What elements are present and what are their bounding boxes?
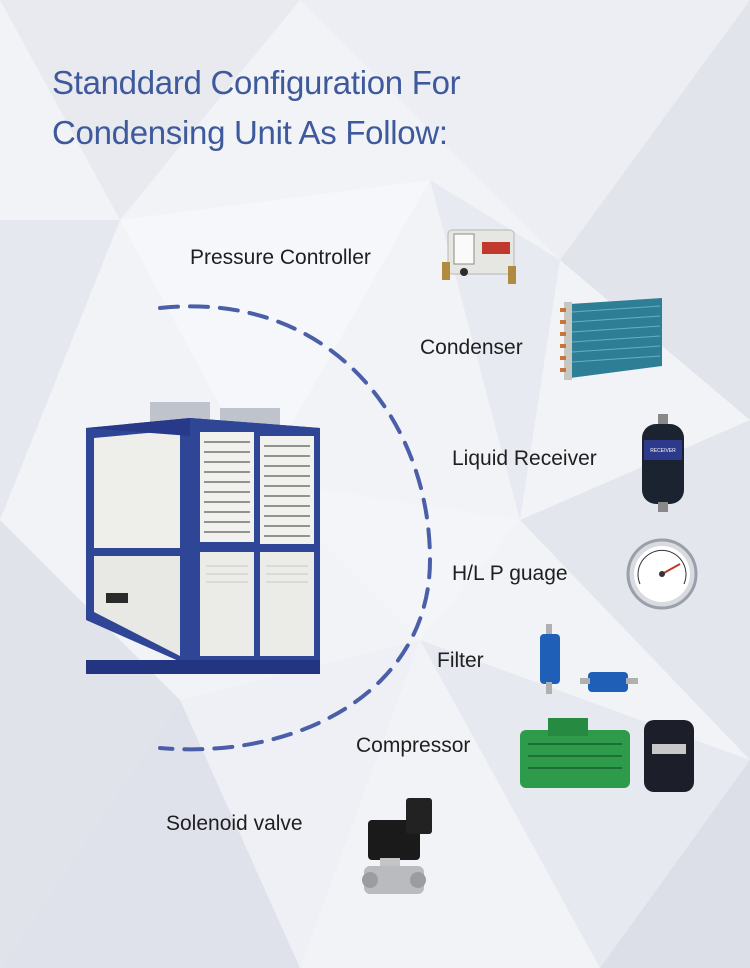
pressure-gauge-label: H/L P guage bbox=[452, 562, 568, 585]
filter-label: Filter bbox=[437, 649, 484, 672]
solenoid-valve-label: Solenoid valve bbox=[166, 812, 303, 835]
title-line-2: Condensing Unit As Follow: bbox=[52, 114, 448, 151]
compressor-label: Compressor bbox=[356, 734, 471, 757]
compressor-image bbox=[520, 718, 694, 792]
liquid-receiver-label: Liquid Receiver bbox=[452, 447, 597, 470]
condenser-label: Condenser bbox=[420, 336, 523, 359]
receiver-tag-text: RECEIVER bbox=[650, 448, 676, 454]
pressure-gauge-image bbox=[626, 538, 698, 610]
condensing-unit-image bbox=[86, 402, 320, 674]
title-line-1: Standdard Configuration For bbox=[52, 64, 461, 101]
solenoid-valve-image bbox=[362, 798, 432, 894]
page-title: Standdard Configuration For Condensing U… bbox=[52, 58, 461, 158]
liquid-receiver-image: RECEIVER bbox=[642, 414, 684, 512]
condenser-image bbox=[560, 298, 662, 380]
pressure-controller-label: Pressure Controller bbox=[190, 246, 371, 269]
pressure-controller-image bbox=[442, 229, 516, 284]
filter-drier-image bbox=[540, 624, 638, 694]
